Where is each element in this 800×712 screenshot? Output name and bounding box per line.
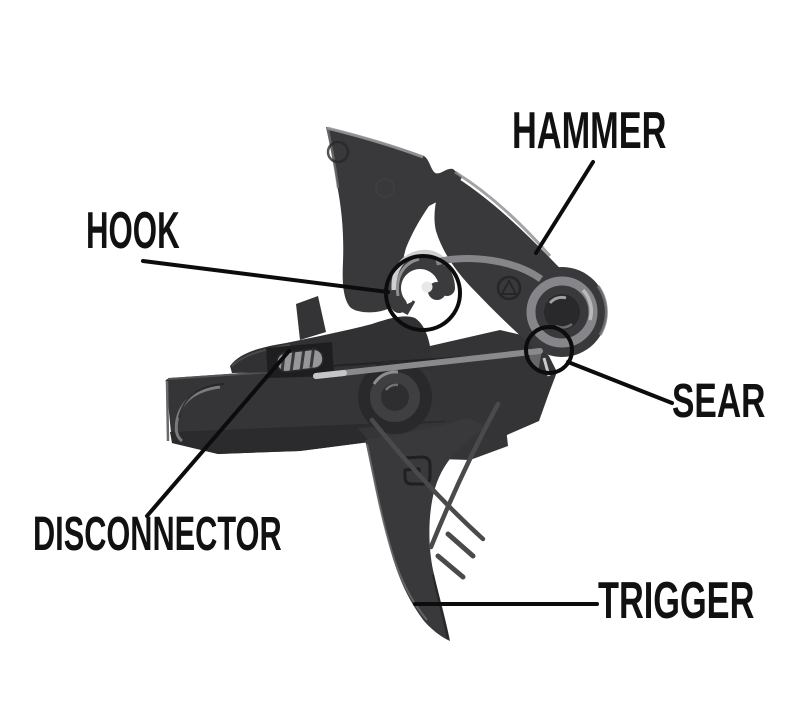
label-disconnector: DISCONNECTOR: [33, 508, 282, 561]
trigger-part: [165, 330, 557, 641]
disconnector-part: [230, 296, 467, 378]
leader-line-hammer: [534, 160, 595, 255]
leader-line-sear: [566, 360, 674, 405]
label-hammer: HAMMER: [512, 102, 667, 160]
leader-line-hook: [141, 259, 390, 294]
trigger-pivot: [358, 360, 432, 434]
label-hook: HOOK: [86, 202, 180, 260]
sear-highlight-circle: [524, 325, 574, 375]
springs: [313, 255, 598, 580]
triangle-stamp: [496, 275, 522, 301]
leader-line-disconnector: [145, 349, 291, 518]
disconnector-spring: [276, 348, 324, 373]
label-trigger: TRIGGER: [598, 572, 755, 630]
label-sear: SEAR: [672, 375, 766, 428]
annotations: [141, 160, 674, 606]
